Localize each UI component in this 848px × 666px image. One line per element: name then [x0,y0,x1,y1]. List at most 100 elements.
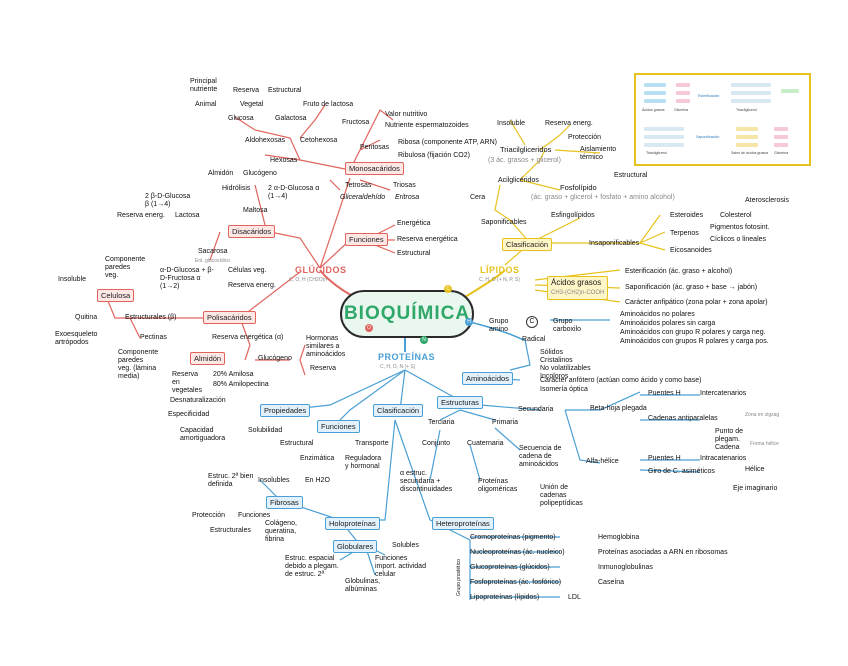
inset-gly-b2 [774,135,788,139]
label-pigmentos: Pigmentos fotosint. [710,224,770,231]
label-puentes-h-1: Puentes H [648,390,681,397]
label-funciones-fib: Funciones [238,512,271,519]
label-radical: Radical [522,336,546,343]
label-glucoproteinas: Glucoproteínas (glúcidos) [470,564,550,571]
label-fructosa: Fructosa [342,119,370,126]
label-forma-helice: Forma hélice [750,441,779,447]
label-beta-hoja: Beta-hoja plegada [590,405,647,412]
label-secundaria: Secundaria [518,406,554,413]
label-ciclicos: Cíclicos o lineales [710,236,767,243]
label-helice: Hélice [745,466,765,473]
inset-glycerol-2 [676,91,690,95]
label-grupo-amino: Grupo amino [489,318,509,333]
label-cuaternaria: Cuaternaria [467,440,504,447]
label-galactosa: Galactosa [275,115,307,122]
inset-label-sales: Sales de ácidos grasos [731,151,769,155]
label-ldl: LDL [568,594,581,601]
label-esteroides: Esteroides [670,212,704,219]
central-title: BIOQUÍMICA [343,303,471,324]
label-grupo-carboxilo: Grupo carboxilo [553,318,582,333]
label-insaponificables: Insaponificables [589,240,640,247]
label-solubles: Solubles [392,542,419,549]
element-dot-c: C [444,285,452,293]
node-holoproteinas: Holoproteínas [325,517,380,530]
node-aminoacidos: Aminoácidos [462,372,513,385]
label-2-beta-glucosa: 2 β-D-Glucosa β (1→4) [145,193,191,208]
label-funciones-import: Funciones import. actividad celular [375,555,426,578]
label-componente-paredes: Componente paredes veg. [105,256,146,279]
label-globulinas: Globulinas, albúminas [345,578,381,593]
label-en-h2o: En H2O [305,477,330,484]
label-estruc-secundaria: α estruc. secundaria + discontinuidades [400,470,453,493]
inset-chain-3 [644,99,666,103]
label-reserva-energetica: Reserva energética [397,236,458,243]
label-2-alfa-glucosa: 2 α-D-Glucosa α (1→4) [268,185,320,200]
label-acilgliceridos: Acilglicéridos [498,177,539,184]
label-componente-lamina: Componente paredes veg. (lámina media) [118,349,159,380]
label-punto-plegam: Punto de plegam. Cadena [715,428,744,451]
label-glucogeno-top: Glucógeno [243,170,277,177]
inset-glycerol-3 [676,99,690,103]
label-insoluble-l: Insoluble [497,120,526,127]
label-cetohexosa: Cetohexosa [300,137,338,144]
label-cromoproteinas: Cromoproteínas (pigmento) [470,534,556,541]
label-animal: Animal [195,101,217,108]
label-anfotero: Carácter anfótero (actúan como ácido y c… [540,377,702,384]
label-terciaria: Terciaria [428,419,455,426]
inset-label-esterificacion: Esterificación [698,94,720,98]
inset-chain-2 [644,91,666,95]
label-nucleoproteinas: Nucleoproteínas (ác. nucleico) [470,549,565,556]
label-nutriente-esperma: Nutriente espermatozoides [385,122,469,129]
label-alfa-helice: Alfa-hélice [586,458,619,465]
label-pectinas: Pectinas [140,334,167,341]
label-estructurales-beta: Estructurales (β) [125,314,177,321]
node-clasificacion-p: Clasificación [373,404,424,417]
inset-water [781,89,799,93]
label-pentosas: Pentosas [360,144,390,151]
label-hormonas-similares: Hormonas similares a aminoácidos [306,335,346,358]
label-solidos: Sólidos [540,349,563,356]
label-ribosa: Ribosa (componente ATP, ARN) [398,139,497,146]
glucidos-formula: C, O, H (CH2O)n [289,277,328,283]
inset-tg-2 [731,91,771,95]
inset-gly-b1 [774,127,788,131]
inset-gly-b3 [774,143,788,147]
label-reserva: Reserva [233,87,260,94]
inset-glycerol-1 [676,83,690,87]
label-aa-polares: Aminoácidos polares sin carga [620,320,716,327]
label-colesterol: Colesterol [720,212,752,219]
label-no-volatilizables: No volatilizables [540,365,591,372]
node-propiedades: Propiedades [260,404,311,417]
inset-tg-b3 [644,143,684,147]
element-dot-h: H [465,318,473,326]
label-puentes-h-2: Puentes H [648,455,681,462]
inset-label-glicerina: Glicerina [674,108,689,112]
label-enzimatica: Enzimática [300,455,335,462]
label-80-amilopectina: 80% Amilopectina [213,381,269,388]
node-celulosa: Celulosa [97,289,135,302]
element-dot-n: N [420,336,428,344]
label-capacidad-amortiguadora: Capacidad amortiguadora [180,427,226,442]
label-valor-nutritivo: Valor nutritivo [385,111,428,118]
label-estructural: Estructural [268,87,302,94]
label-eje-imaginario: Eje imaginario [733,485,778,492]
category-proteinas: PROTEÍNAS [378,352,436,362]
label-almidon-top: Almidón [208,170,234,177]
node-estructuras: Estructuras [437,396,483,409]
label-20-amilosa: 20% Amilosa [213,371,254,378]
label-solubilidad: Solubilidad [248,427,283,434]
label-esterificacion: Esterificación (ác. graso + alcohol) [625,268,733,275]
label-incoloros: Incoloros [540,373,569,380]
node-monosacaridos: Monosacáridos [345,162,404,175]
label-insolubles: Insolubles [258,477,290,484]
label-exoesqueleto: Exoesqueleto artrópodos [55,331,98,346]
label-insoluble: Insoluble [58,276,87,283]
label-inmunoglobulinas: Inmunoglobulinas [598,564,653,571]
inset-label-triacilglicerol: Triacilglicerol [736,108,757,112]
label-proteinas-arn: Proteínas asociadas a ARN en ribosomas [598,549,728,556]
label-union-cadenas: Unión de cadenas polipeptídicas [540,484,583,507]
label-tetrosas: Tetrosas [345,182,372,189]
label-estruc-2a: Estruc. 2ª bien definida [208,473,254,488]
node-disacaridos: Disacáridos [228,225,276,238]
node-clasificacion-l: Clasificación [502,238,553,251]
